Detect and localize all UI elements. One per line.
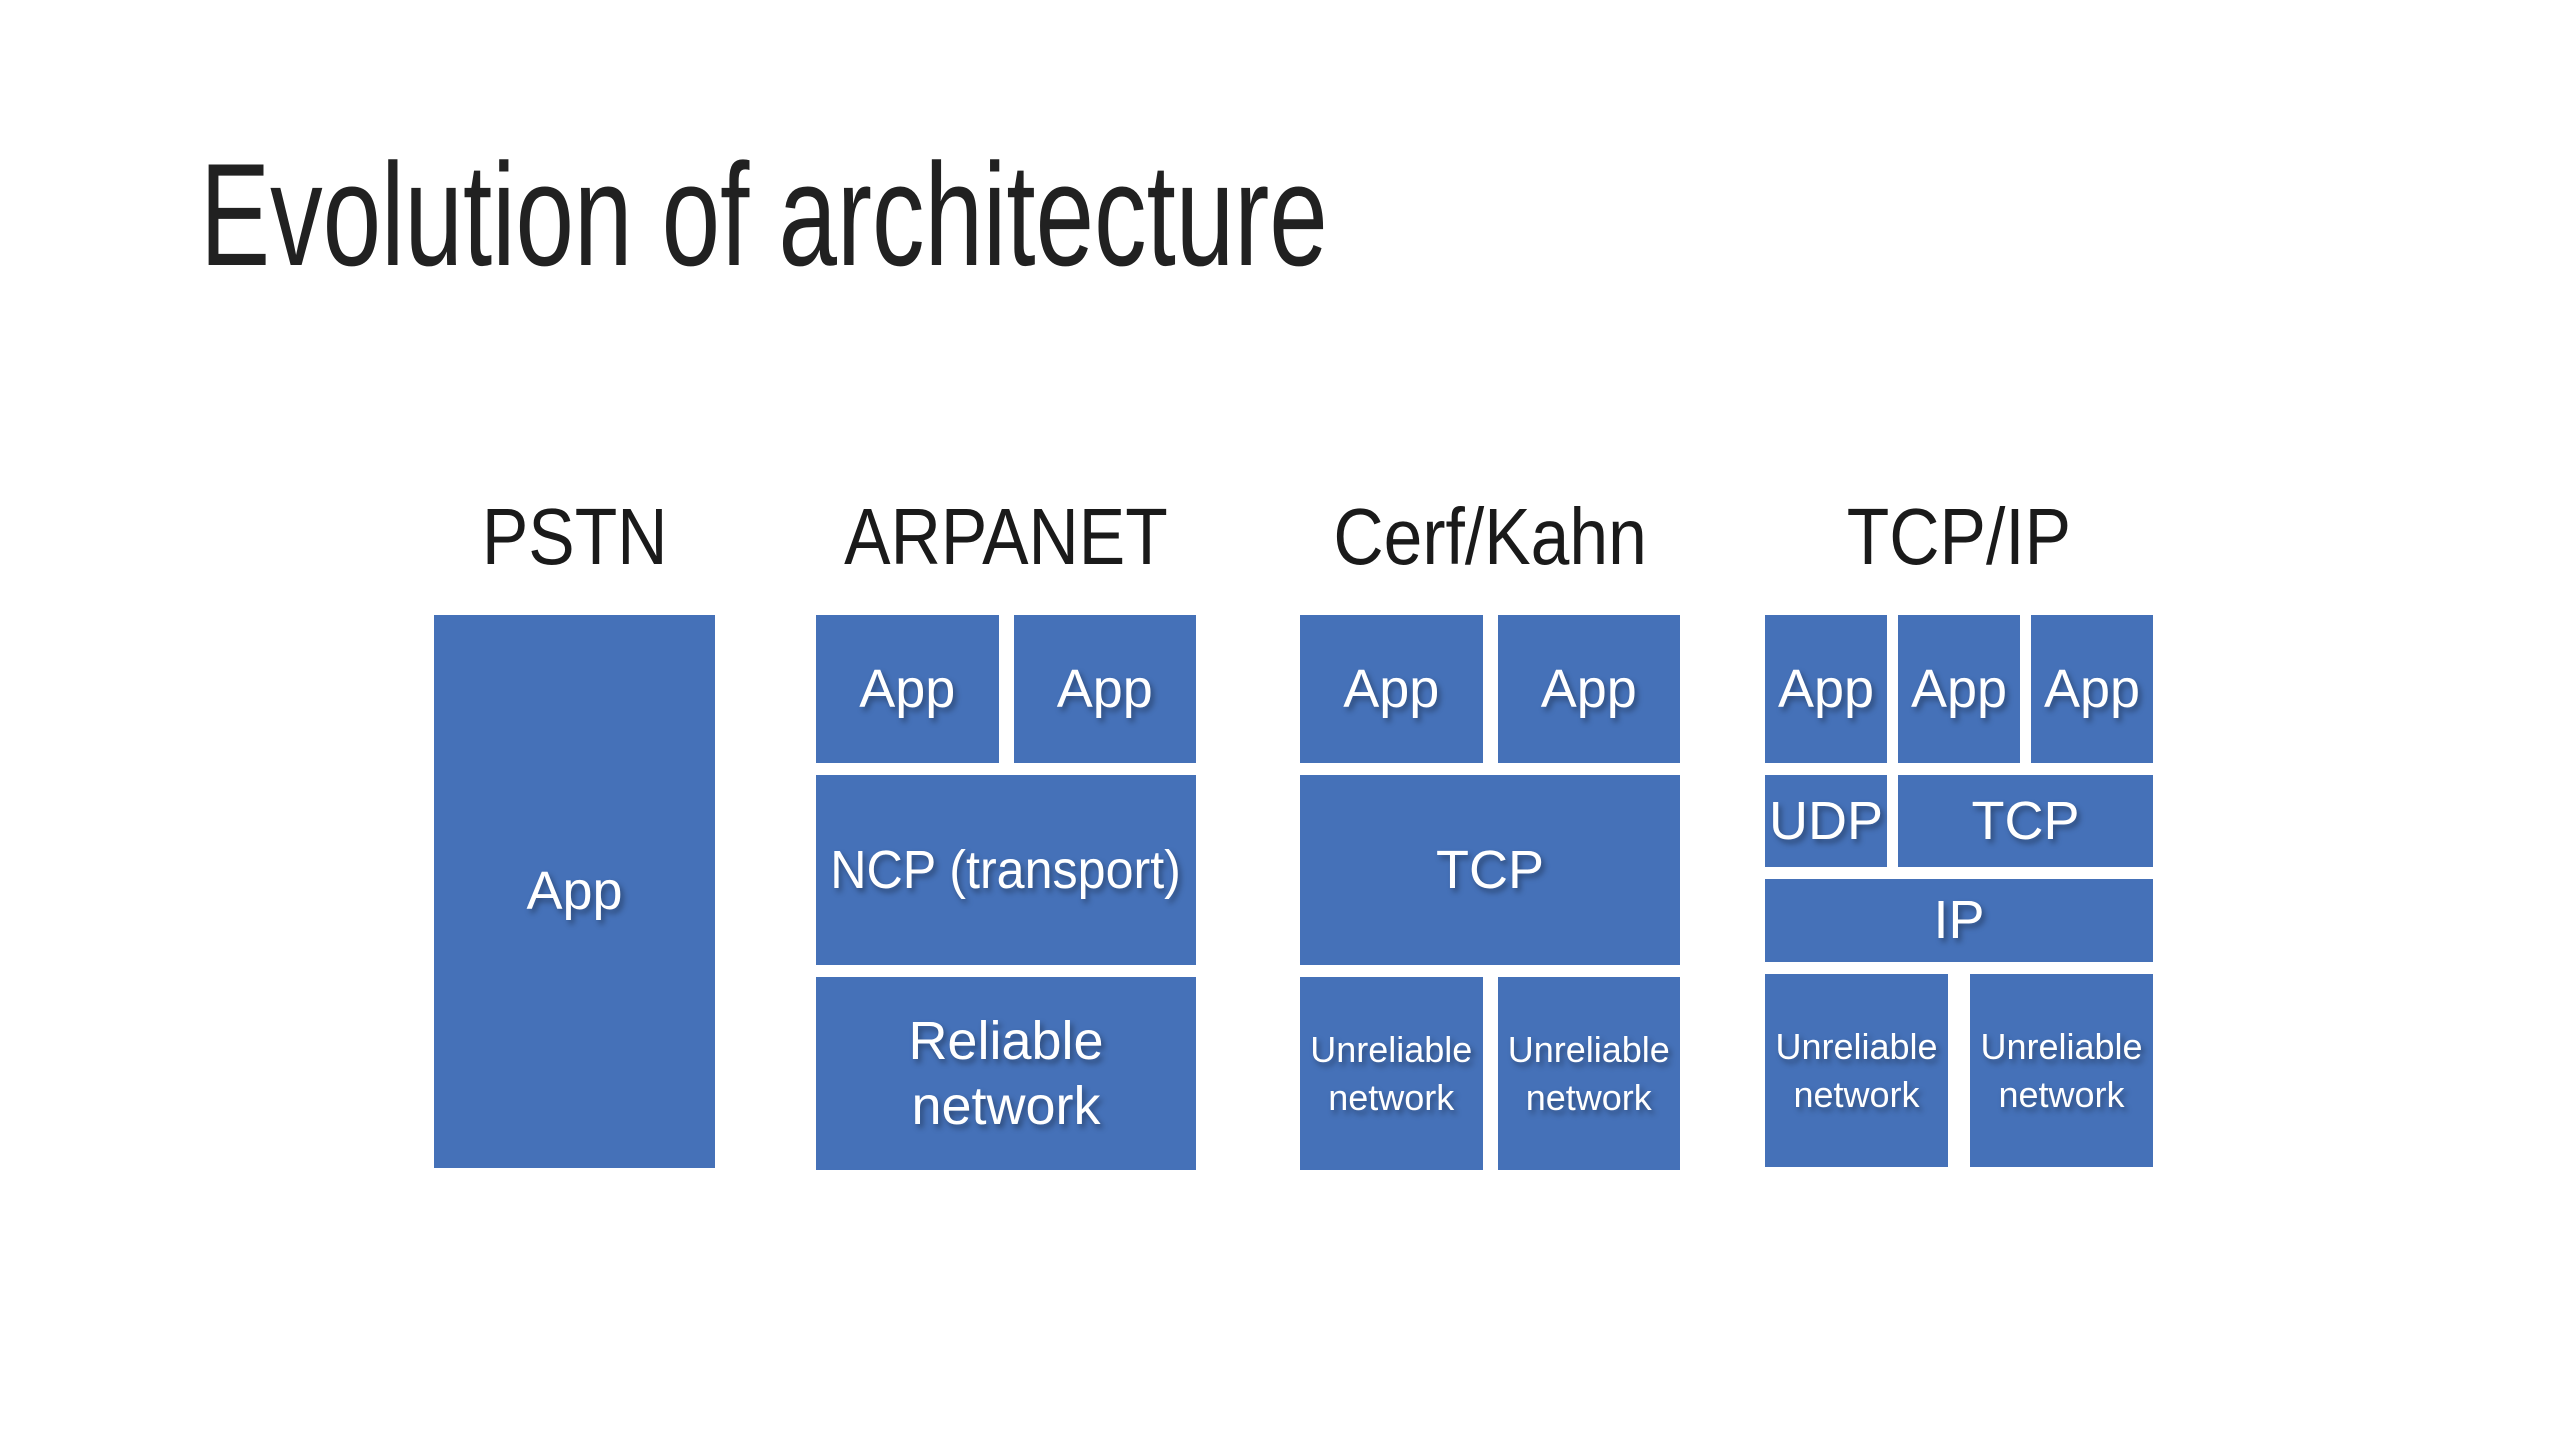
tcp-ip-unreliable-network-box-2: Unreliable network [1970, 974, 2153, 1167]
arpanet-transport-row: NCP (transport) [816, 775, 1196, 965]
cerf-kahn-network-row: Unreliable network Unreliable network [1300, 977, 1680, 1170]
tcp-ip-app-label-3: App [2043, 658, 2141, 719]
cerf-kahn-app-row: App App [1300, 615, 1680, 763]
pstn-header: PSTN [434, 458, 715, 615]
slide-title: Evolution of architecture [200, 133, 1328, 296]
arpanet-reliable-network-box: Reliable network [816, 977, 1196, 1170]
tcp-ip-header: TCP/IP [1765, 458, 2153, 615]
arpanet-app-row: App App [816, 615, 1196, 763]
cerf-kahn-unreliable-network-box-2: Unreliable network [1497, 977, 1680, 1170]
pstn-app-label: App [526, 861, 623, 922]
tcp-ip-ip-box: IP [1765, 879, 2153, 962]
tcp-ip-unreliable-network-label-2: Unreliable network [1980, 1025, 2143, 1115]
tcp-ip-udp-label: UDP [1768, 790, 1883, 851]
cerf-kahn-unreliable-network-label-1: Unreliable network [1310, 1028, 1473, 1118]
pstn-header-label: PSTN [481, 491, 668, 581]
arpanet-header-label: ARPANET [844, 491, 1168, 581]
tcp-ip-unreliable-network-box-1: Unreliable network [1765, 974, 1948, 1167]
tcp-ip-app-label-1: App [1777, 658, 1875, 719]
cerf-kahn-tcp-box: TCP [1300, 775, 1680, 965]
pstn-app-box: App [434, 615, 715, 1168]
arpanet-app-label-1: App [859, 658, 956, 719]
tcp-ip-app-box-2: App [1898, 615, 2020, 763]
cerf-kahn-app-box-2: App [1497, 615, 1680, 763]
column-arpanet: ARPANET App App NCP (transport) Reliable… [816, 458, 1196, 1170]
tcp-ip-app-label-2: App [1910, 658, 2008, 719]
cerf-kahn-transport-row: TCP [1300, 775, 1680, 965]
column-tcp-ip: TCP/IP App App App UDP TCP IP [1765, 458, 2153, 1167]
tcp-ip-header-label: TCP/IP [1846, 491, 2072, 581]
cerf-kahn-tcp-label: TCP [1436, 839, 1544, 900]
arpanet-app-box-1: App [816, 615, 999, 763]
cerf-kahn-unreliable-network-box-1: Unreliable network [1300, 977, 1483, 1170]
column-cerf-kahn: Cerf/Kahn App App TCP Unreliable network… [1300, 458, 1680, 1170]
tcp-ip-unreliable-network-label-1: Unreliable network [1775, 1025, 1938, 1115]
cerf-kahn-header: Cerf/Kahn [1300, 458, 1680, 615]
tcp-ip-tcp-box: TCP [1898, 775, 2153, 867]
tcp-ip-transport-row: UDP TCP [1765, 775, 2153, 867]
arpanet-network-row: Reliable network [816, 977, 1196, 1170]
tcp-ip-ip-row: IP [1765, 879, 2153, 962]
cerf-kahn-app-box-1: App [1300, 615, 1483, 763]
arpanet-ncp-label: NCP (transport) [830, 839, 1182, 900]
cerf-kahn-header-label: Cerf/Kahn [1333, 491, 1647, 581]
arpanet-header: ARPANET [816, 458, 1196, 615]
cerf-kahn-app-label-1: App [1343, 658, 1440, 719]
arpanet-app-box-2: App [1013, 615, 1196, 763]
tcp-ip-app-row: App App App [1765, 615, 2153, 763]
arpanet-reliable-network-label: Reliable network [908, 1010, 1104, 1136]
tcp-ip-ip-label: IP [1933, 890, 1985, 951]
cerf-kahn-unreliable-network-label-2: Unreliable network [1507, 1028, 1670, 1118]
tcp-ip-network-row: Unreliable network Unreliable network [1765, 974, 2153, 1167]
tcp-ip-app-box-1: App [1765, 615, 1887, 763]
tcp-ip-tcp-label: TCP [1971, 790, 2080, 851]
tcp-ip-udp-box: UDP [1765, 775, 1887, 867]
arpanet-ncp-box: NCP (transport) [816, 775, 1196, 965]
cerf-kahn-app-label-2: App [1540, 658, 1637, 719]
arpanet-app-label-2: App [1056, 658, 1153, 719]
column-pstn: PSTN App [434, 458, 715, 1168]
tcp-ip-app-box-3: App [2031, 615, 2153, 763]
